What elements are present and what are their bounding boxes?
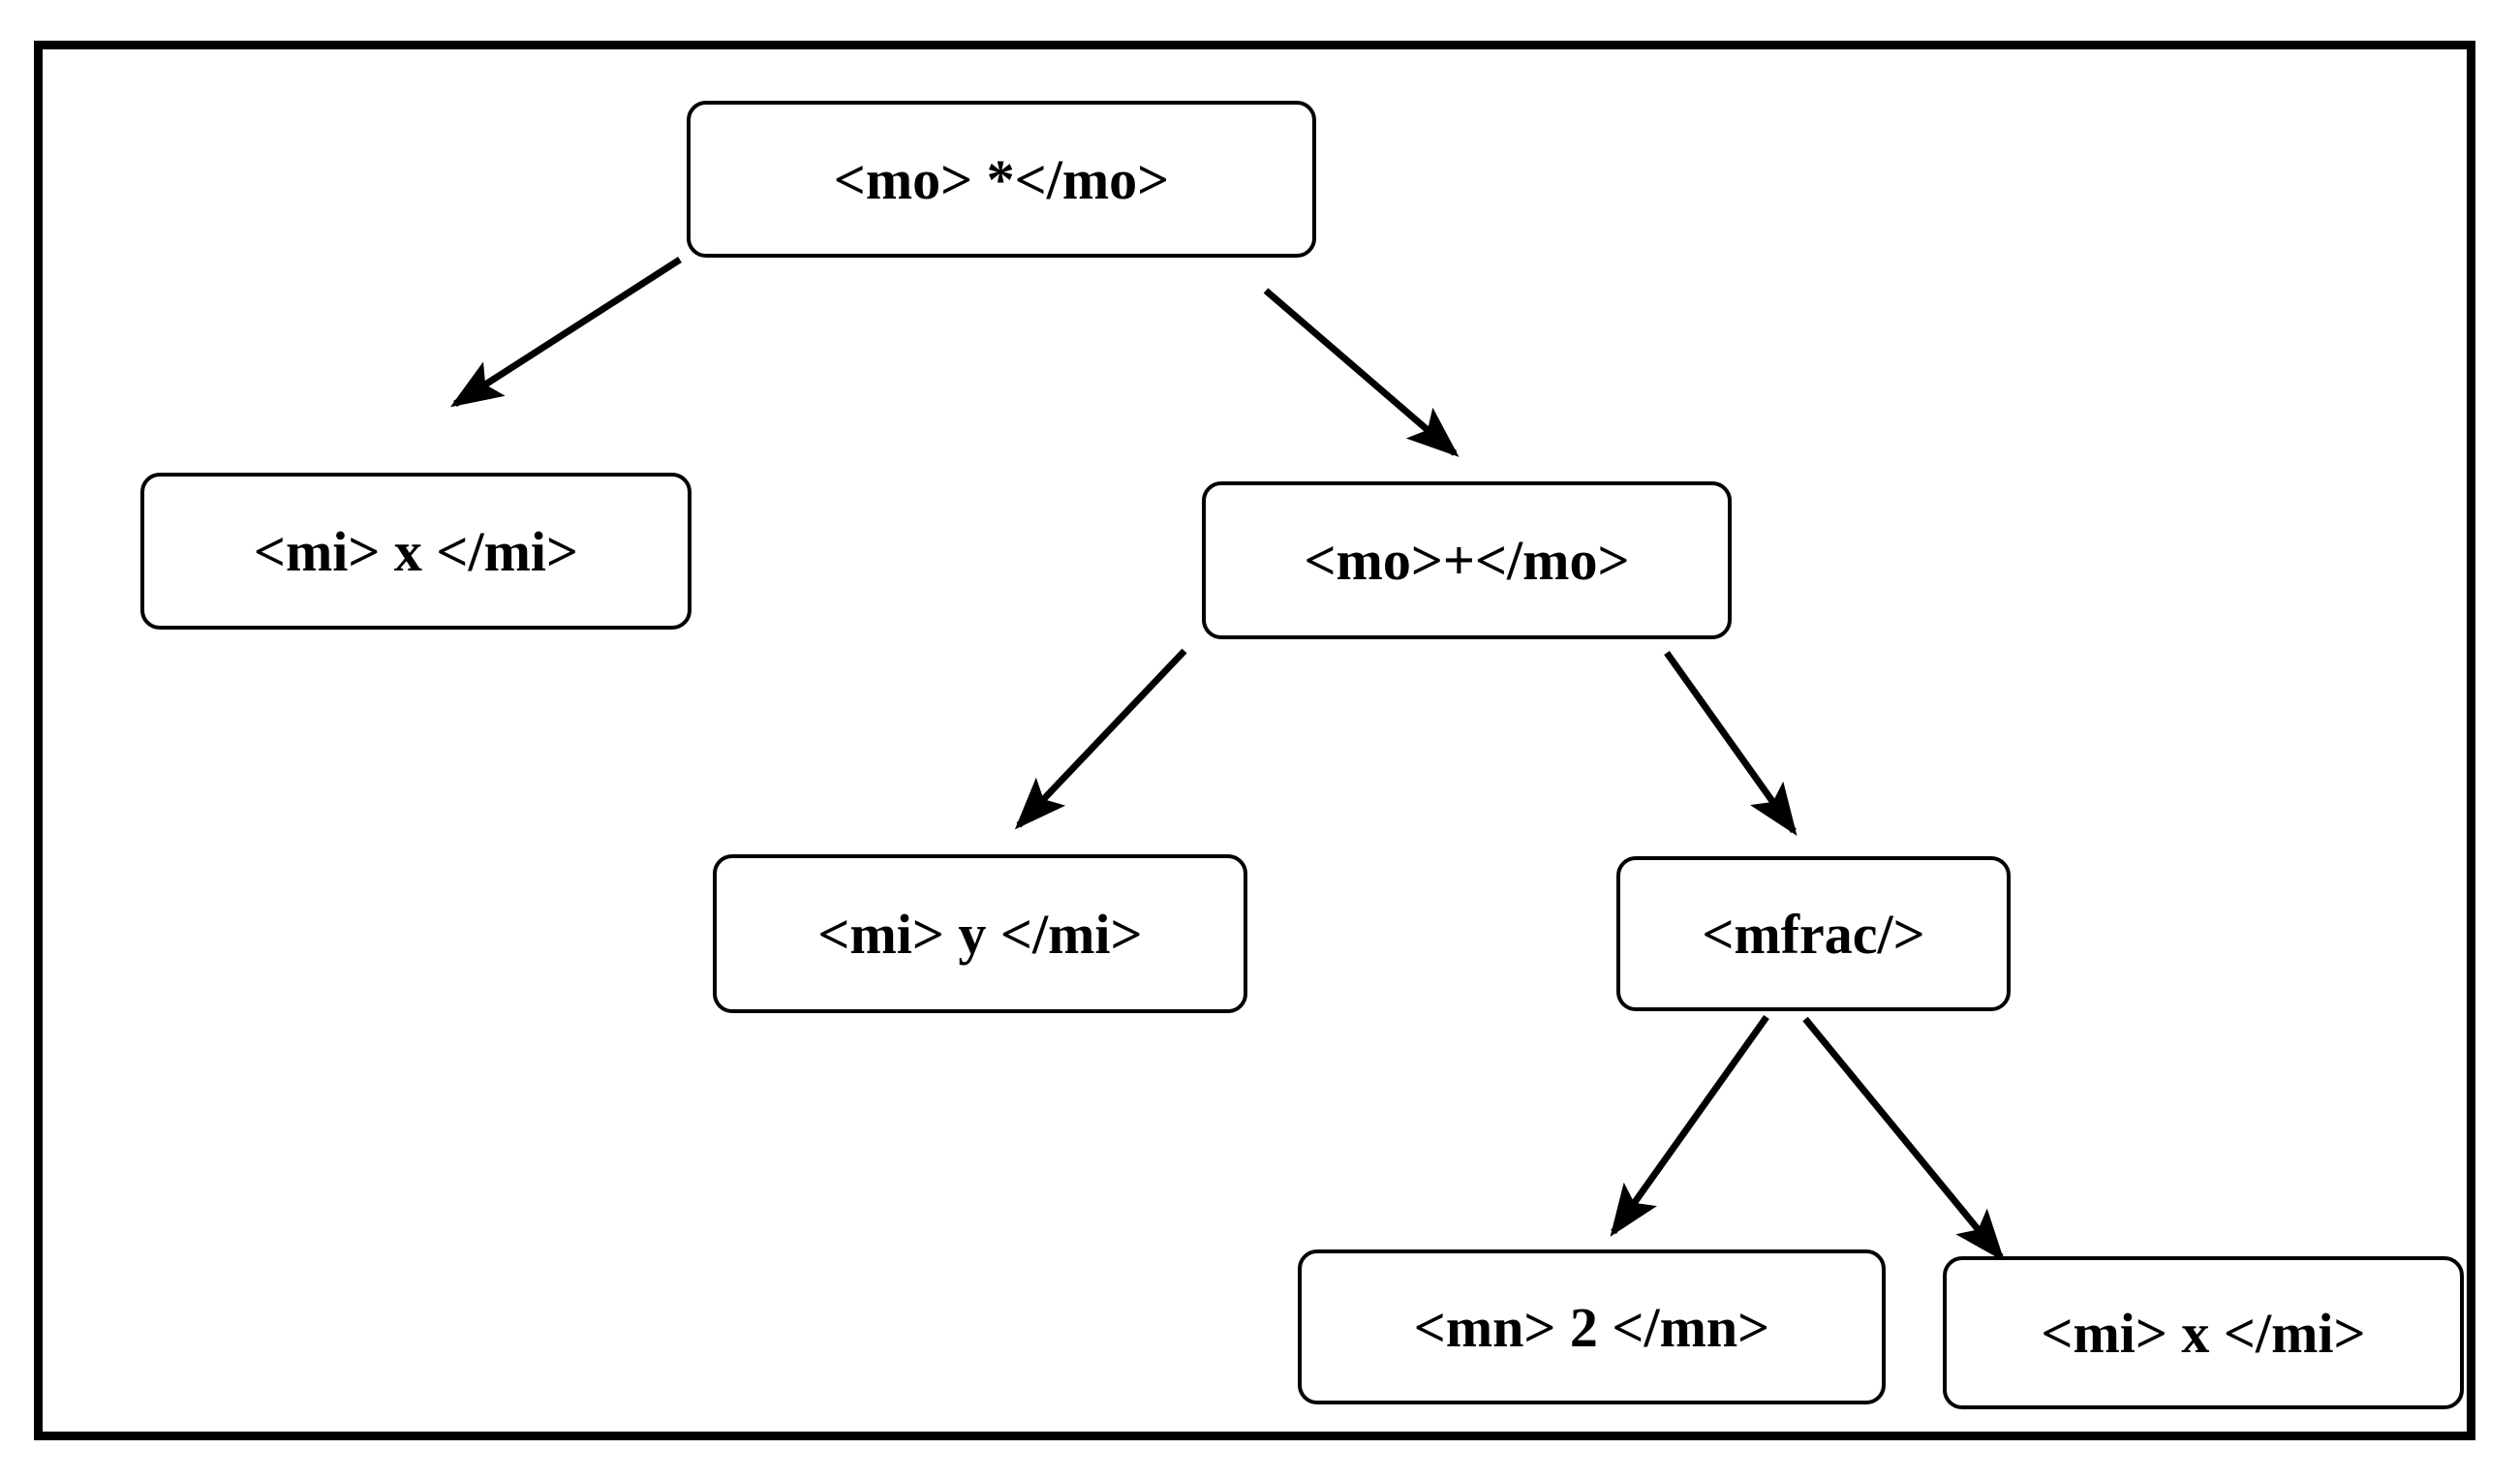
tree-node-mi-y-label: <mi> y </mi> xyxy=(817,902,1143,966)
tree-node-mi-x-left-label: <mi> x </mi> xyxy=(253,519,579,583)
tree-node-mo-plus: <mo>+</mo> xyxy=(1202,481,1732,639)
tree-node-mfrac: <mfrac/> xyxy=(1616,856,2011,1011)
tree-node-mi-y: <mi> y </mi> xyxy=(713,854,1247,1013)
tree-node-mi-x-right-label: <mi> x </mi> xyxy=(2041,1301,2366,1365)
tree-node-mi-x-left: <mi> x </mi> xyxy=(140,473,691,630)
tree-node-mo-star: <mo> *</mo> xyxy=(687,101,1316,258)
tree-node-mo-plus-label: <mo>+</mo> xyxy=(1304,529,1630,592)
tree-node-mi-x-right: <mi> x </mi> xyxy=(1943,1256,2464,1409)
tree-node-mo-star-label: <mo> *</mo> xyxy=(833,147,1170,211)
tree-node-mn-2: <mn> 2 </mn> xyxy=(1298,1249,1886,1404)
tree-node-mfrac-label: <mfrac/> xyxy=(1702,902,1925,966)
diagram-outer-frame xyxy=(34,41,2475,1440)
tree-node-mn-2-label: <mn> 2 </mn> xyxy=(1413,1295,1770,1359)
